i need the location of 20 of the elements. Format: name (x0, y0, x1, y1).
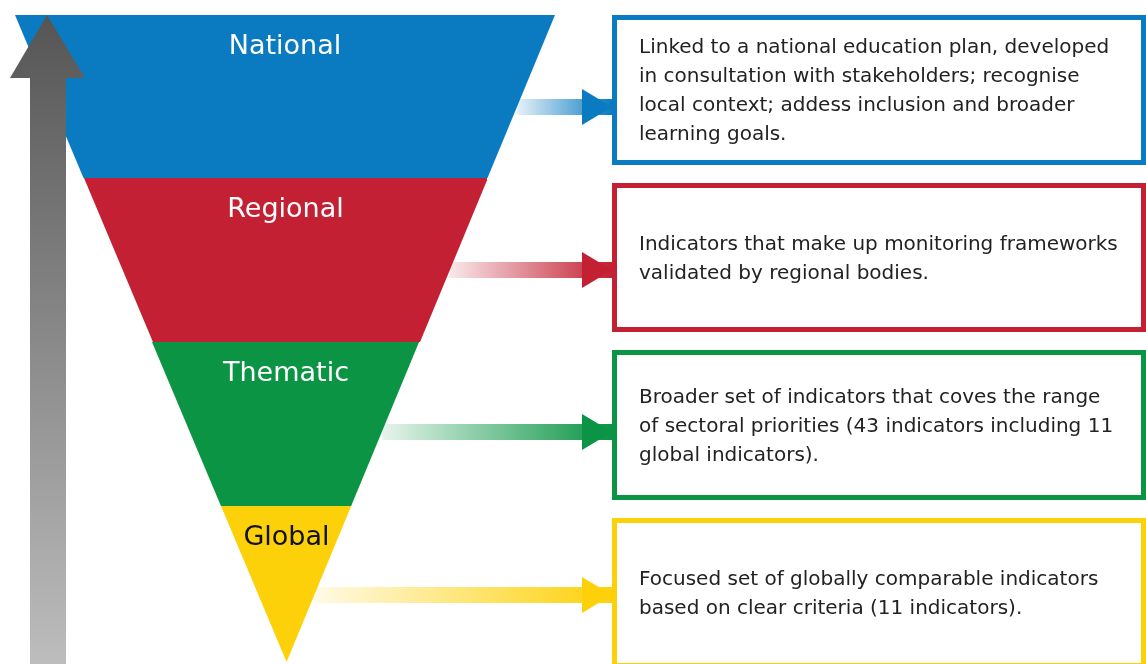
description-box (612, 183, 1146, 332)
pyramid-band (15, 15, 555, 178)
arrow (516, 89, 612, 125)
pyramid-band (83, 178, 488, 342)
arrow (314, 577, 612, 613)
description-text: Broader set of indicators that coves the range of sectoral priorities (43 indicators including 11 global indicators). (639, 382, 1115, 468)
arrow (382, 414, 612, 450)
description-text: Focused set of globally comparable indicators based on clear criteria (11 indicators). (639, 565, 1100, 621)
description-box (612, 15, 1146, 165)
arrow (449, 252, 612, 288)
band-label: Regional (226, 192, 345, 223)
description-box (612, 350, 1146, 500)
band-label: Global (242, 520, 331, 551)
band-label: National (227, 29, 343, 60)
description-box (612, 518, 1146, 664)
description-text: Linked to a national education plan, developed in consultation with stakeholders; recognise local context; addess inclusion and broader learning goals. (639, 33, 1111, 147)
pyramid-band (152, 342, 420, 506)
band-label: Thematic (222, 356, 350, 387)
pyramid-band (221, 506, 352, 662)
description-text: Indicators that make up monitoring frameworks validated by regional bodies. (639, 229, 1119, 286)
